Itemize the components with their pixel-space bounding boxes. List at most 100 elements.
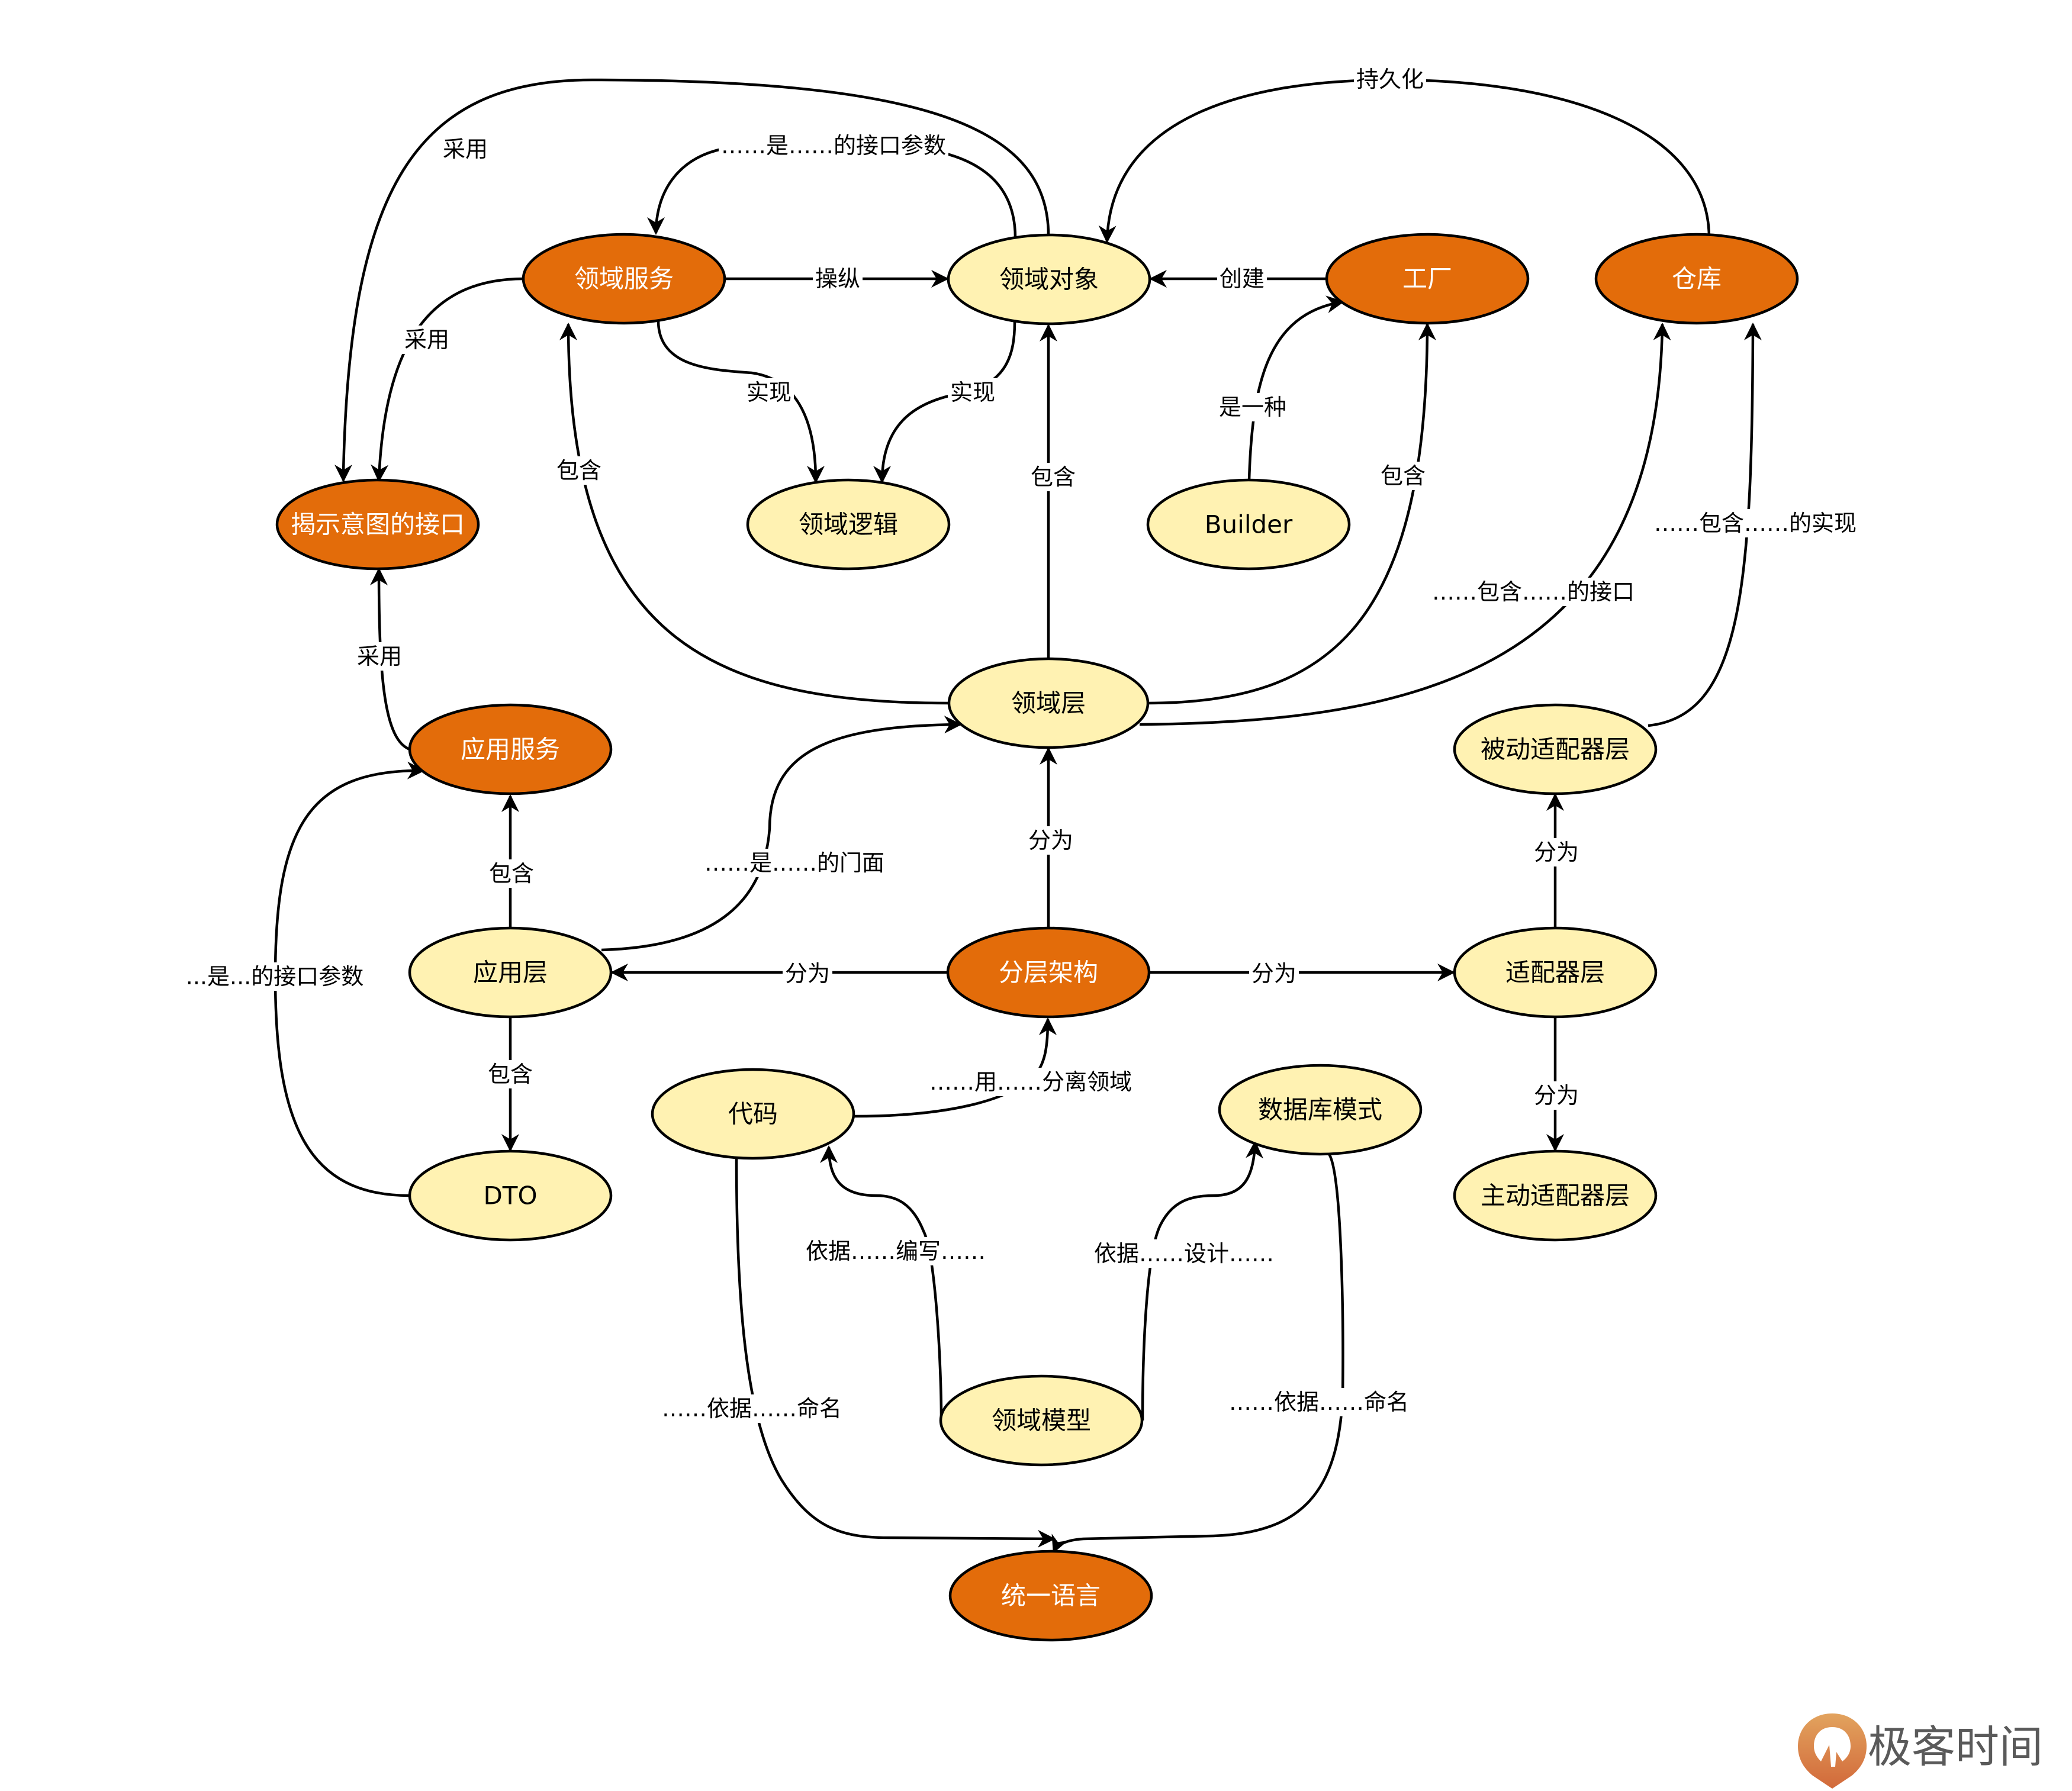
edge-label-background — [1531, 838, 1582, 866]
edge-label-background — [718, 131, 949, 160]
node-domain-layer: 领域层 — [947, 657, 1150, 749]
edge-label-background — [702, 849, 887, 877]
edge-label-e18: ...是...的接口参数 — [183, 962, 366, 991]
edge-label-text: 采用 — [357, 643, 402, 669]
node-shape — [1146, 478, 1351, 571]
edge-label-background — [440, 135, 491, 163]
node-passive-adapter-layer: 被动适配器层 — [1453, 703, 1658, 795]
node-shape — [1453, 926, 1658, 1019]
node-layered-architecture: 分层架构 — [946, 926, 1151, 1019]
edge-repository-persists-domain-object — [1098, 78, 1711, 243]
node-shape — [275, 478, 480, 571]
edge-label-e25: ……用……分离领域 — [926, 1068, 1135, 1096]
node-shape — [522, 233, 726, 325]
edge-application-service-adopts-interface — [370, 568, 410, 751]
edge-label-e21: 分为 — [1025, 826, 1076, 855]
edge-label-text: 包含 — [1031, 464, 1076, 490]
edge-label-background — [1226, 1388, 1412, 1416]
edge-label-e27: 依据……设计…… — [1091, 1239, 1277, 1268]
edge-label-background — [1091, 1239, 1277, 1268]
edge-label-e1: 操纵 — [812, 265, 863, 293]
edge-label-background — [1378, 462, 1428, 490]
node-factory: 工厂 — [1325, 233, 1530, 325]
edge-label-text: 分为 — [785, 961, 830, 987]
edge-label-text: 包含 — [489, 861, 534, 887]
logo-text: 极客时间 — [1868, 1722, 2043, 1773]
node-shape — [1453, 703, 1658, 795]
node-label: 主动适配器层 — [1481, 1181, 1630, 1210]
edge-domain-service-implements-logic — [657, 320, 825, 484]
edge-label-text: 分为 — [1028, 827, 1073, 853]
node-shape — [746, 478, 951, 571]
edge-passive-adapter-contains-repository-impl — [1648, 323, 1762, 727]
node-domain-object: 领域对象 — [947, 233, 1151, 326]
node-label: 统一语言 — [1001, 1581, 1101, 1610]
edge-builder-is-a-factory — [1247, 295, 1344, 481]
edge-label-background — [401, 326, 452, 354]
edge-label-e23: 分为 — [1531, 838, 1582, 866]
edge-label-text: 操纵 — [815, 266, 860, 292]
edge-label-background — [1353, 65, 1427, 94]
edge-code-named-by-ubiquitous-language — [735, 1157, 1056, 1548]
node-domain-model: 领域模型 — [939, 1374, 1144, 1467]
edge-label-text: 分为 — [1534, 839, 1579, 865]
edge-label-background — [1028, 463, 1079, 491]
node-domain-logic: 领域逻辑 — [746, 478, 951, 571]
edge-label-text: 依据……设计…… — [1094, 1241, 1274, 1267]
edge-labels: 操纵创建……是……的接口参数采用采用实现实现持久化是一种包含包含包含……包含……… — [183, 65, 1859, 1423]
node-label: 分层架构 — [999, 958, 1098, 987]
node-domain-service: 领域服务 — [522, 233, 726, 325]
edge-label-text: 依据……编写…… — [806, 1238, 986, 1264]
edge-domain-layer-contains-repository-interface — [1139, 323, 1671, 726]
edge-label-background — [1531, 1081, 1582, 1110]
edge-domain-layer-contains-domain-service — [559, 323, 950, 705]
node-label: 仓库 — [1672, 265, 1722, 294]
edge-label-text: ……依据……命名 — [662, 1396, 842, 1422]
node-repository: 仓库 — [1594, 233, 1799, 325]
node-shape — [1594, 233, 1799, 325]
node-label: 领域对象 — [999, 265, 1099, 294]
edge-label-text: 包含 — [488, 1061, 533, 1087]
edge-label-text: 是一种 — [1219, 394, 1286, 420]
edge-label-text: ……是……的接口参数 — [721, 133, 946, 159]
node-shape — [1453, 1149, 1658, 1242]
node-active-adapter-layer: 主动适配器层 — [1453, 1149, 1658, 1242]
node-label: 数据库模式 — [1258, 1096, 1382, 1125]
edge-label-background — [183, 962, 366, 991]
edge-label-background — [1651, 509, 1859, 537]
edge-label-text: 包含 — [556, 458, 601, 484]
edge-label-text: 包含 — [1381, 463, 1426, 489]
edge-label-e14: ……包含……的实现 — [1651, 509, 1859, 537]
edge-label-background — [1429, 578, 1637, 606]
node-label: 应用服务 — [461, 735, 560, 764]
node-shape — [1325, 233, 1530, 325]
edge-database-schema-named-by-ubiquitous-language — [1051, 1153, 1344, 1554]
edge-label-background — [803, 1237, 989, 1265]
edge-label-e15: 采用 — [354, 642, 405, 671]
node-application-layer: 应用层 — [408, 926, 613, 1019]
edge-label-e17: 包含 — [485, 1060, 536, 1088]
edge-label-e12: 包含 — [1378, 462, 1428, 490]
node-shape — [947, 657, 1150, 749]
node-label: Builder — [1205, 510, 1293, 539]
edge-label-background — [659, 1394, 845, 1423]
node-label: 领域逻辑 — [799, 510, 898, 539]
node-label: 揭示意图的接口 — [291, 510, 465, 539]
node-ubiquitous-language: 统一语言 — [948, 1550, 1153, 1642]
edge-label-text: 采用 — [443, 136, 488, 162]
edge-label-background — [354, 642, 405, 671]
edge-label-e29: ……依据……命名 — [1226, 1388, 1412, 1416]
edge-label-background — [1249, 959, 1299, 988]
edge-label-e26: 依据……编写…… — [803, 1237, 989, 1265]
node-shape — [408, 1149, 613, 1242]
edge-label-e7: 实现 — [947, 378, 998, 407]
edge-label-text: 分为 — [1534, 1083, 1579, 1109]
edge-label-background — [1217, 265, 1267, 293]
edge-label-e3: ……是……的接口参数 — [718, 131, 949, 160]
edge-label-text: ……是……的门面 — [704, 850, 884, 876]
node-label: 工厂 — [1402, 265, 1452, 294]
node-intention-revealing-interface: 揭示意图的接口 — [275, 478, 480, 571]
edge-label-background — [744, 378, 794, 407]
node-label: 领域模型 — [992, 1406, 1091, 1435]
